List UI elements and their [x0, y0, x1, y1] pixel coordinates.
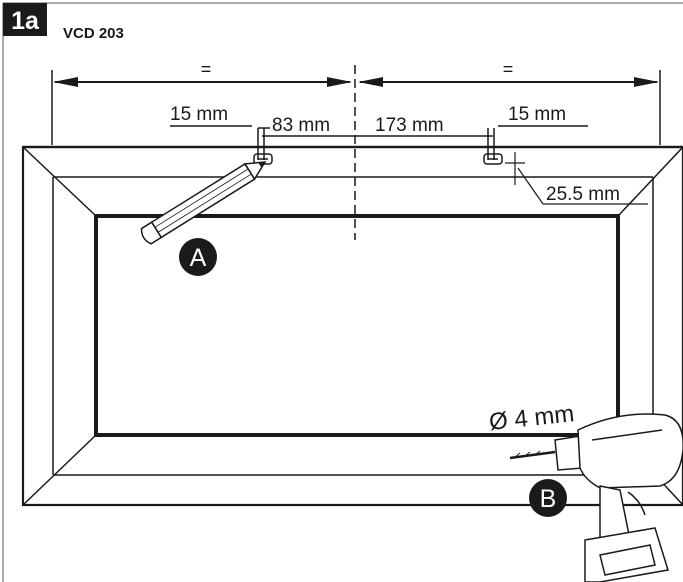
drill-diameter-label: Ø 4 mm	[488, 400, 576, 436]
step-b-label: B	[540, 485, 557, 513]
slot-spacing-label: 173 mm	[375, 115, 444, 136]
left-slot-width-label: 15 mm	[170, 104, 228, 125]
step-a-label: A	[190, 244, 207, 272]
vertical-offset-label: 25.5 mm	[546, 184, 620, 205]
step-badge-label: 1a	[11, 7, 40, 35]
drill-icon	[509, 413, 683, 582]
equal-right-label: =	[503, 59, 514, 79]
pencil-icon	[140, 161, 267, 245]
model-title: VCD 203	[63, 25, 124, 42]
right-mounting-slot	[483, 153, 503, 165]
step-a-marker: A	[179, 238, 217, 276]
equal-left-label: =	[201, 59, 212, 79]
inner-screen	[94, 214, 620, 437]
crosshair-marker	[505, 152, 648, 205]
left-offset-label: 83 mm	[272, 115, 330, 136]
right-slot-width-label: 15 mm	[508, 104, 566, 125]
step-b-marker: B	[529, 479, 567, 517]
equal-distance-dimension	[51, 70, 661, 145]
step-badge: 1a	[3, 3, 47, 36]
